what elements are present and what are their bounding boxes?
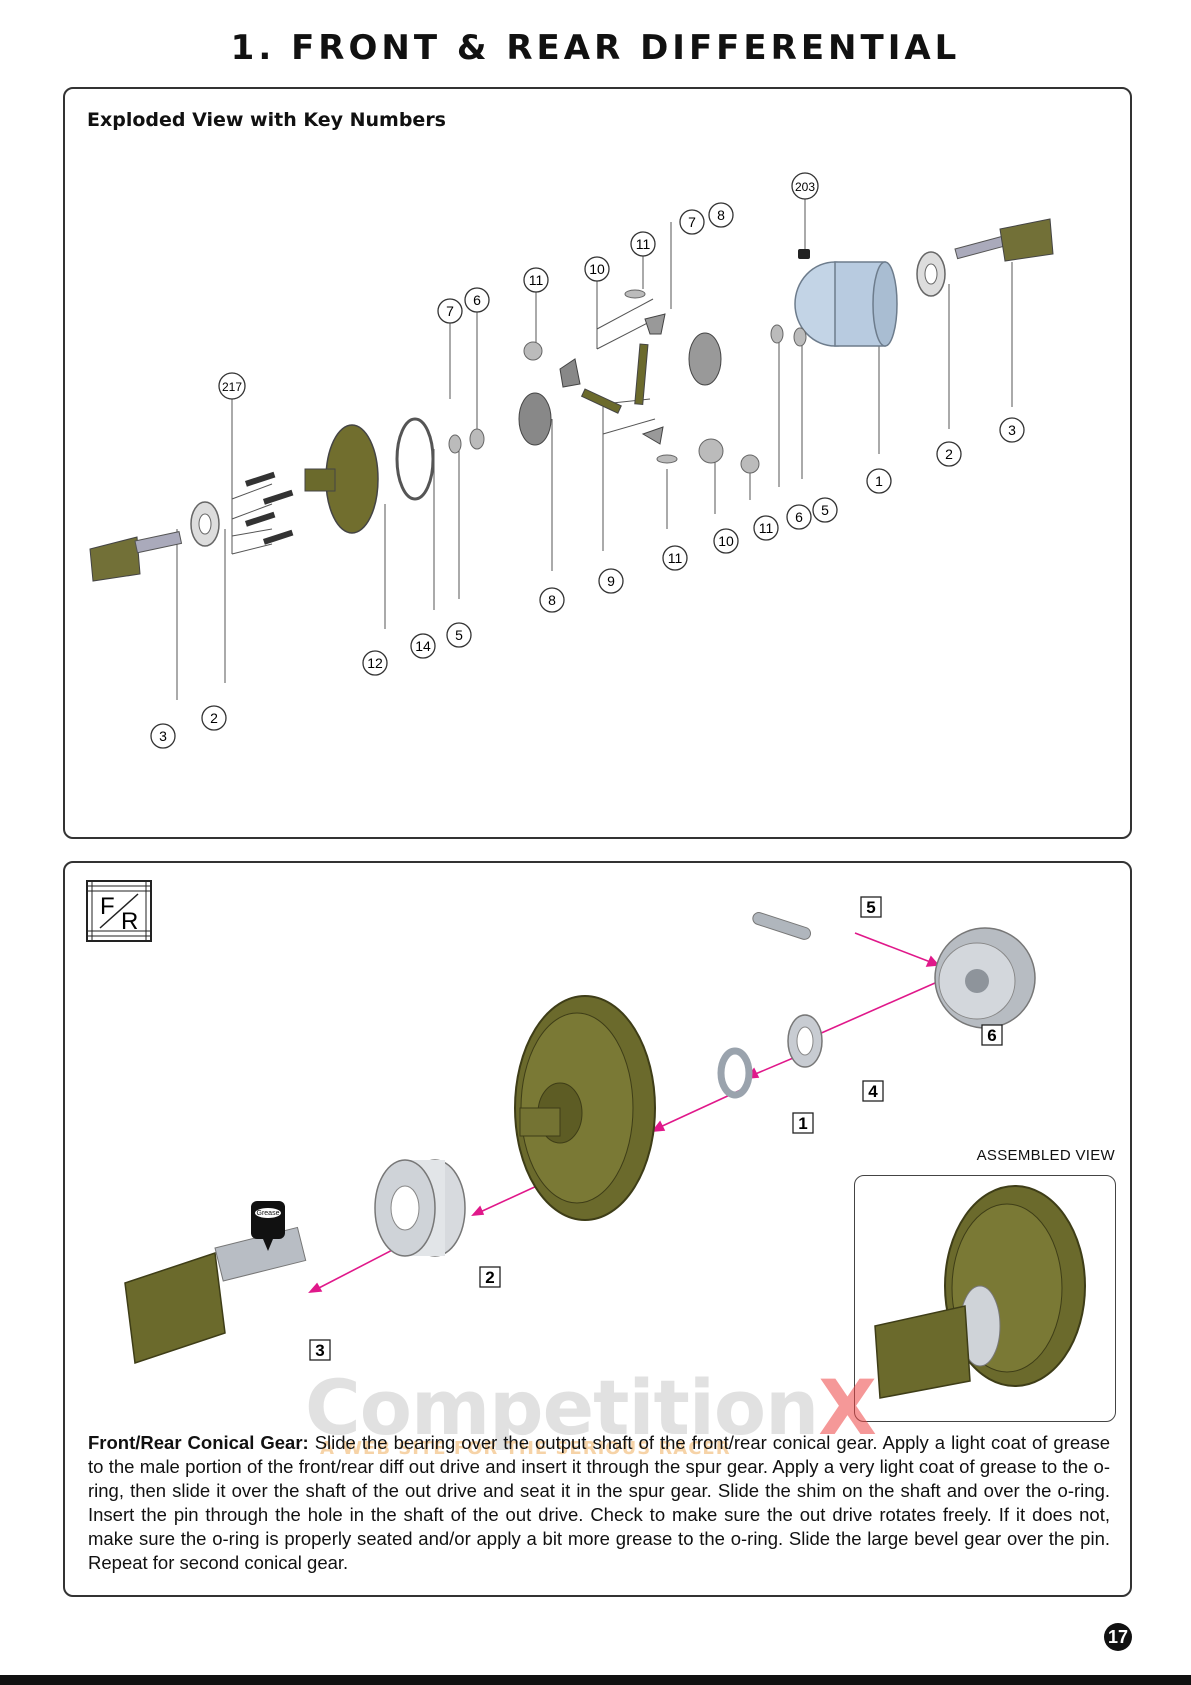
assembled-view-box	[854, 1175, 1116, 1422]
part-housing	[794, 261, 898, 347]
part-pins	[580, 343, 649, 414]
step-label-boxes	[309, 896, 1003, 1361]
grease-icon: Grease	[251, 1201, 285, 1251]
part-spur-gear	[304, 424, 379, 534]
key-label: 10	[718, 533, 734, 549]
assembly-step-panel: F R	[63, 861, 1132, 1597]
watermark-text: Competition	[305, 1363, 819, 1452]
part-outdrive-left	[89, 531, 183, 582]
watermark-tagline: A WEB SITE FOR THE SERIOUS RACER	[320, 1438, 731, 1459]
step-label: 1	[798, 1114, 807, 1133]
key-label: 11	[759, 520, 774, 536]
page-number: 17	[1104, 1623, 1132, 1651]
key-label: 3	[159, 728, 167, 744]
key-label: 7	[446, 303, 454, 319]
step-label: 5	[866, 898, 875, 917]
key-label: 8	[548, 592, 556, 608]
key-circles	[150, 172, 1025, 749]
assembled-view-diagram	[874, 1185, 1086, 1399]
part-bevel-gears	[518, 313, 722, 446]
watermark-x: X	[818, 1363, 877, 1452]
exploded-view-diagram: 203 8 7 11 10 11 7 6 217 3 2 1 5 6 11 10…	[89, 172, 1054, 749]
key-label: 10	[589, 261, 605, 277]
step-label: 2	[485, 1268, 494, 1287]
part-screws-217	[244, 471, 294, 545]
key-label: 11	[636, 236, 651, 252]
key-label: 5	[455, 627, 463, 643]
part-bearing-left	[190, 501, 220, 547]
front-rear-badge: F R	[86, 880, 152, 942]
key-label: 11	[668, 550, 683, 566]
assembly-instructions: Front/Rear Conical Gear: Slide the beari…	[88, 1431, 1110, 1575]
key-label: 6	[795, 509, 803, 525]
part-bearing-right	[916, 251, 946, 297]
part-setscrew-203	[798, 249, 810, 259]
step-label: 4	[868, 1082, 878, 1101]
key-numbers: 203 8 7 11 10 11 7 6 217 3 2 1 5 6 11 10…	[159, 180, 1016, 744]
key-label: 217	[222, 380, 242, 394]
badge-letter-rear: R	[121, 908, 138, 935]
exploded-view-panel: Exploded View with Key Numbers	[63, 87, 1132, 839]
key-label: 7	[688, 214, 696, 230]
part-outdrive-right	[954, 218, 1054, 262]
key-label: 5	[821, 502, 829, 518]
assembled-view-label: ASSEMBLED VIEW	[976, 1147, 1115, 1164]
key-label: 2	[945, 446, 953, 462]
key-label: 2	[210, 710, 218, 726]
instruction-lead: Front/Rear Conical Gear:	[88, 1432, 309, 1453]
key-label: 14	[415, 638, 431, 654]
instruction-body: Slide the bearing over the output shaft …	[88, 1432, 1111, 1573]
key-label: 8	[717, 207, 725, 223]
badge-letter-front: F	[100, 893, 115, 920]
part-out-drive	[124, 1226, 307, 1365]
step-label: 3	[315, 1341, 324, 1360]
assembly-diagram: Grease 5 6 4 1 2 3	[124, 896, 1036, 1365]
part-conical-gear	[514, 995, 656, 1221]
step-labels: 5 6 4 1 2 3	[315, 898, 996, 1360]
part-bevel-gear	[934, 927, 1036, 1029]
part-o-ring	[717, 1047, 753, 1099]
key-label: 9	[607, 573, 615, 589]
exploded-view-heading: Exploded View with Key Numbers	[87, 109, 446, 131]
step-label: 6	[987, 1026, 996, 1045]
part-shims	[448, 289, 807, 474]
part-gasket	[395, 417, 435, 501]
key-label: 3	[1008, 422, 1016, 438]
key-label: 11	[529, 272, 544, 288]
part-bearing	[374, 1159, 466, 1257]
key-label: 12	[367, 655, 383, 671]
key-label: 6	[473, 292, 481, 308]
bottom-bar	[0, 1675, 1191, 1685]
page-title: 1. FRONT & REAR DIFFERENTIAL	[230, 28, 961, 68]
key-label: 1	[875, 473, 883, 489]
key-label: 203	[795, 180, 815, 194]
part-pin	[752, 912, 812, 940]
part-shim	[787, 1014, 823, 1068]
watermark: CompetitionX	[305, 1363, 877, 1452]
front-rear-badge-graphic: F R	[88, 882, 150, 940]
grease-label: Grease	[257, 1210, 280, 1217]
